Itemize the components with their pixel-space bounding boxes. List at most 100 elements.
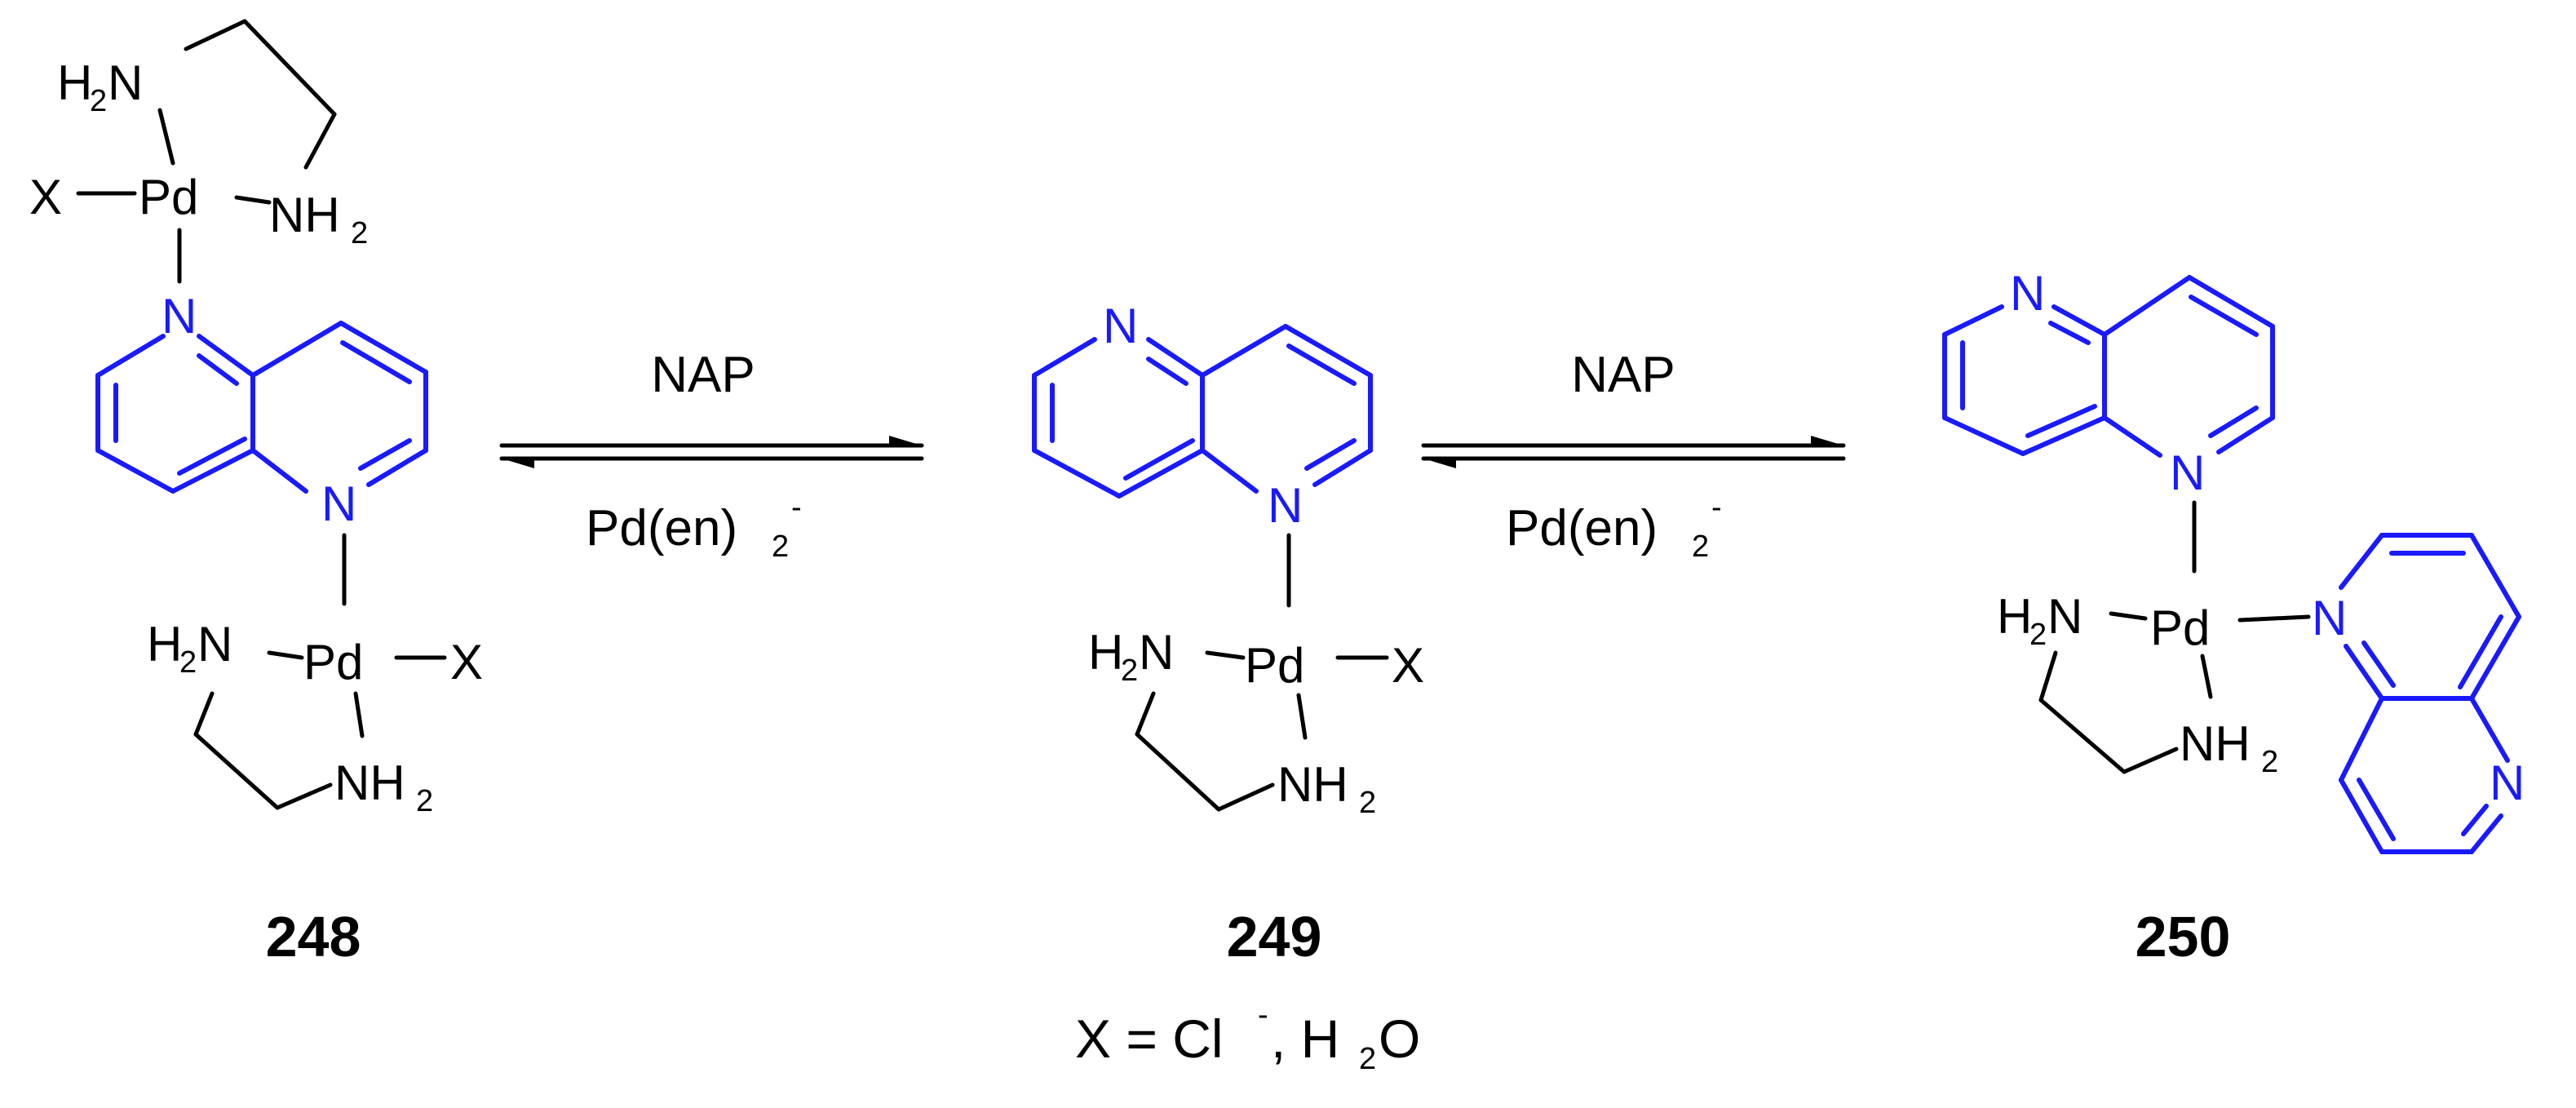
ring-bond [177, 437, 247, 476]
ring-bond [366, 448, 428, 487]
ring-bond [2469, 533, 2521, 619]
n-atom: N [2047, 589, 2082, 644]
ring-bond [1200, 324, 1288, 378]
subscript: 2 [179, 645, 197, 680]
pd-n-bond [234, 195, 272, 205]
ring-bond [339, 321, 428, 375]
ring-bond [250, 321, 343, 378]
superscript: - [1711, 490, 1722, 525]
ring-bond [1942, 304, 2004, 337]
forward-arrowhead [889, 436, 922, 445]
ring-bond [1146, 337, 1205, 378]
pd-n-bond [2237, 614, 2311, 623]
equilibrium-arrow-2: NAP Pd(en) 2 - [1421, 347, 1846, 564]
pd-n-bond [267, 650, 304, 660]
en-bond [1135, 732, 1221, 812]
subscript: 2 [1359, 786, 1376, 820]
n-atom: N [162, 289, 197, 343]
ring-bond [250, 448, 308, 494]
ring-bond [2357, 778, 2396, 841]
compound-label-249: 249 [1227, 905, 1322, 968]
ring-bond [2208, 406, 2259, 438]
reagent-bottom: Pd(en) [1506, 500, 1658, 556]
ring-bond [2102, 275, 2192, 337]
compound-label-250: 250 [2136, 905, 2231, 968]
ring-bond [2458, 614, 2503, 689]
ring-bond [197, 334, 255, 378]
ring-bond [2339, 696, 2384, 782]
nh-group: NH [1277, 757, 1348, 812]
subscript: 2 [2029, 618, 2047, 652]
compound-249: N N H 2 N Pd X NH 2 249 [1032, 299, 1424, 968]
en-bond [303, 112, 337, 170]
superscript: - [1258, 998, 1268, 1032]
subscript: 2 [1121, 654, 1138, 688]
ring-bond [1283, 324, 1373, 378]
en-bond [193, 691, 215, 737]
x-ligand: X [1392, 638, 1424, 693]
legend-text: X = Cl [1075, 1008, 1224, 1069]
compound-250: N N H 2 N Pd NH 2 N N 250 [1942, 266, 2525, 968]
equilibrium-arrow-1: NAP Pd(en) 2 - [499, 347, 924, 564]
n-atom: N [2490, 756, 2525, 810]
pd-atom: Pd [139, 170, 198, 224]
nh-group: NH [2180, 716, 2251, 771]
pd-atom: Pd [303, 635, 363, 689]
en-bond [1135, 691, 1156, 737]
n-atom: N [1103, 299, 1138, 353]
h-atom: H [1997, 589, 2032, 644]
ring-bond [1032, 337, 1097, 378]
ring-bond [1286, 343, 1357, 386]
reagent-top: NAP [1571, 347, 1675, 403]
ring-bond [1304, 438, 1357, 471]
pd-atom: Pd [1245, 638, 1304, 693]
en-bond [275, 782, 333, 810]
pd-n-bond [2109, 611, 2148, 621]
ring-bond [2025, 404, 2097, 438]
n-atom: N [2170, 445, 2205, 500]
en-bond [242, 19, 337, 117]
subscript: 2 [1359, 1042, 1376, 1076]
compound-248: H 2 N X Pd NH 2 N N H 2 N [29, 19, 483, 968]
n-atom: N [2010, 266, 2045, 321]
ring-bond [340, 340, 412, 384]
h-atom: H [1088, 625, 1123, 680]
ring-bond [197, 353, 239, 386]
ring-bond [2216, 415, 2275, 454]
ring-bond [2361, 640, 2396, 688]
reverse-arrowhead [502, 459, 534, 468]
ring-bond [2048, 321, 2091, 345]
pd-n-bond [2200, 654, 2213, 699]
n-atom: N [1139, 625, 1174, 680]
subscript: 2 [2261, 745, 2278, 779]
h-atom: H [57, 55, 92, 110]
ring-bond [358, 438, 412, 471]
h-atom: H [147, 617, 182, 671]
nh-group: NH [269, 188, 340, 242]
n-atom: N [197, 617, 232, 671]
reverse-arrowhead [1423, 459, 1456, 468]
n-atom: N [108, 55, 143, 110]
ring-bond [2339, 778, 2384, 854]
en-bond [193, 732, 280, 810]
ring-bond [1123, 438, 1195, 481]
ring-bond [1117, 448, 1205, 499]
n-atom: N [321, 476, 356, 531]
subscript: 2 [90, 84, 107, 118]
ring-bond [170, 448, 255, 494]
ring-bond [2469, 813, 2503, 854]
nh-group: NH [334, 756, 405, 810]
ring-bond [2052, 304, 2107, 337]
pd-n-bond [353, 691, 365, 738]
forward-arrowhead [1811, 436, 1843, 445]
pd-n-bond [157, 108, 175, 166]
ring-bond [2469, 696, 2510, 763]
ring-bond [95, 448, 175, 494]
n-atom: N [1268, 478, 1303, 533]
superscript: - [791, 490, 802, 525]
pd-atom: Pd [2150, 601, 2210, 655]
en-bond [2038, 650, 2058, 702]
ring-bond [2187, 275, 2275, 329]
